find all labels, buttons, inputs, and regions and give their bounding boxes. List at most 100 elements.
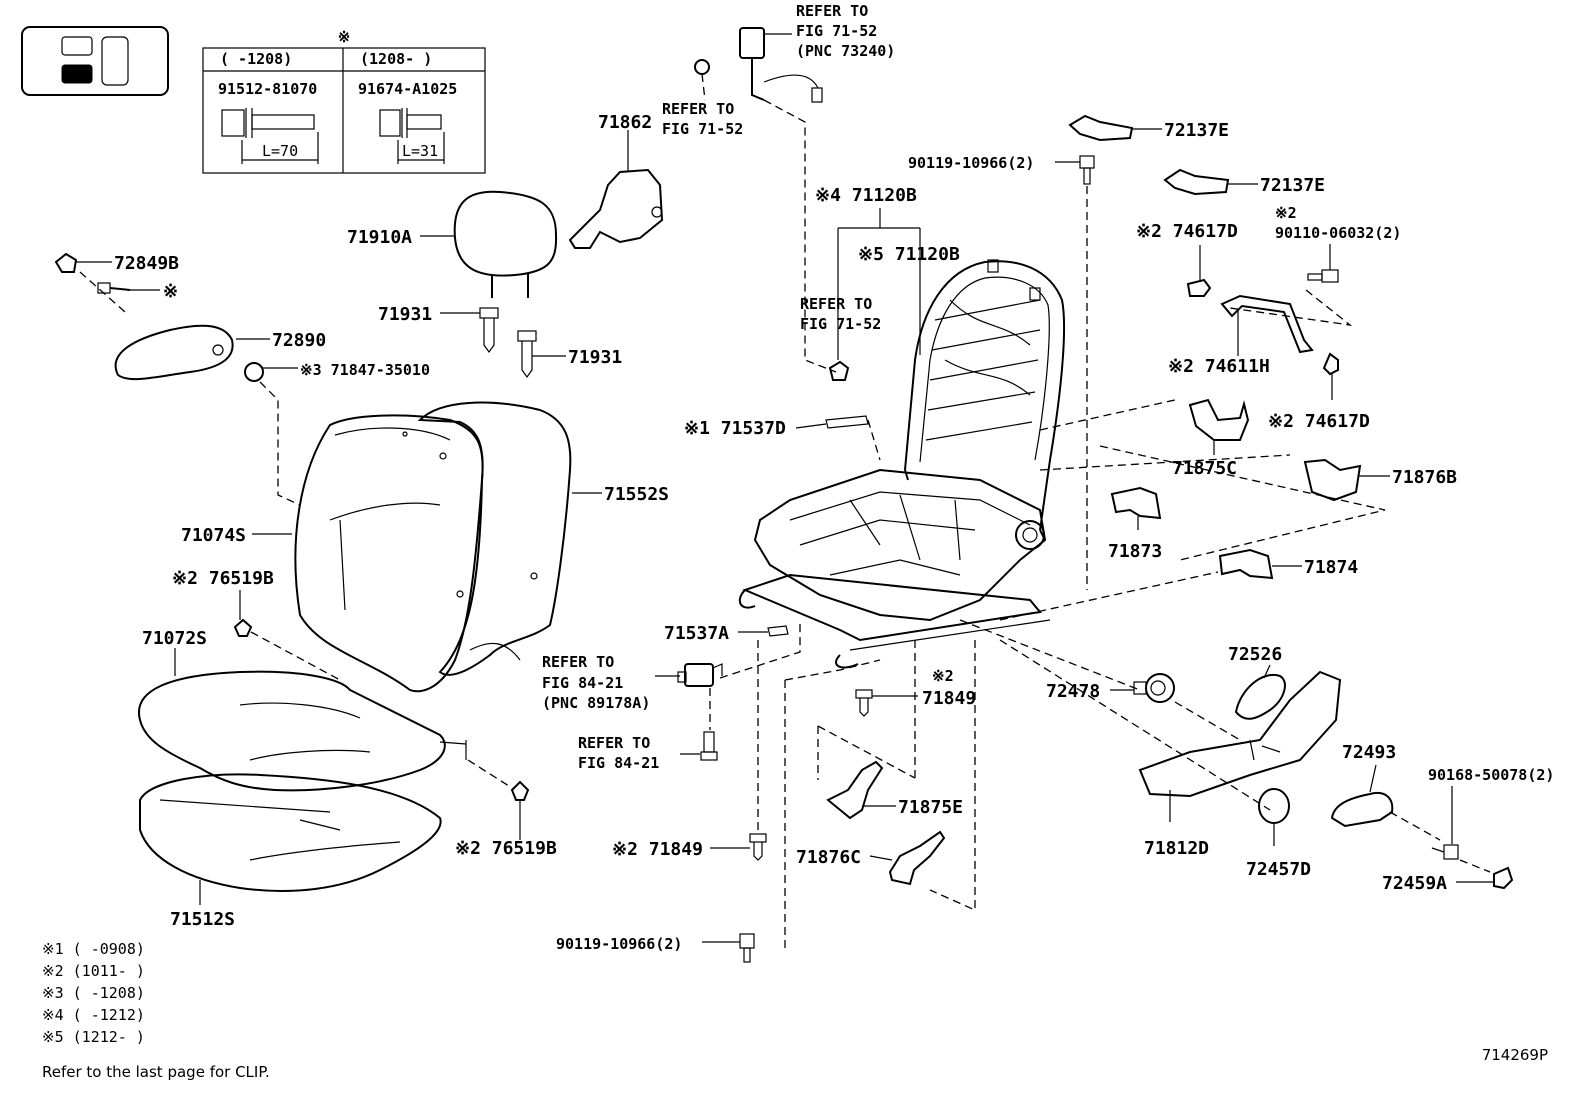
label-71072S: 71072S [142,628,207,649]
ref-d-line3: (PNC 89178A) [542,694,650,712]
bolt-90119-bottom-part [739,933,755,963]
bracket-71875E-part [826,760,884,820]
table-col2-length: L=31 [402,142,438,160]
bracket-71876C-part [888,830,946,886]
label-74617D-top: ※2 74617D [1136,221,1238,242]
cover-72137E-a-part [1068,114,1134,142]
pin-71849-upper-part [855,689,873,717]
label-71910A: 71910A [347,227,412,248]
bracket-71875C-part [1188,398,1250,441]
footer-note: Refer to the last page for CLIP. [42,1063,270,1081]
cap-74617D-top-part [1186,278,1212,297]
handle-74611H-part [1220,294,1314,354]
page-index-icon [21,26,169,96]
cover-71874-part [1218,548,1274,580]
cushion-pad-part [139,773,442,892]
washer-part [244,362,264,382]
bolt-variant-table: ※ ( -1208) (1208- ) 91512-81070 91674-A1… [202,28,486,174]
bolt-long-icon [221,108,319,164]
figure-id: 714269P [1482,1046,1548,1064]
label-72526: 72526 [1228,644,1282,665]
label-72459A: 72459A [1382,873,1447,894]
label-71812D: 71812D [1144,838,1209,859]
bolt-90119-top-part [1079,155,1095,185]
label-71537D: ※1 71537D [684,418,786,439]
label-90119-bottom: 90119-10966(2) [556,935,682,953]
label-71875E: 71875E [898,797,963,818]
label-71074S: 71074S [181,525,246,546]
headrest-guide-part [479,307,537,379]
table-col1-length: L=70 [262,142,298,160]
label-71875C: 71875C [1172,458,1237,479]
label-74617D-bottom: ※2 74617D [1268,411,1370,432]
label-71537A: 71537A [664,623,729,644]
pad-71537A-part [767,625,789,637]
bolt-short-icon [379,108,445,164]
cover-71873-part [1110,486,1162,520]
label-71876B: 71876B [1392,467,1457,488]
label-72849B: 72849B [114,253,179,274]
seat-frame-part [738,259,1066,669]
label-76519B-bottom: ※2 76519B [455,838,557,859]
seatbelt-buckle-part [739,27,823,103]
ref-e-line2: FIG 84-21 [578,754,659,772]
ref-d-line1: REFER TO [542,653,614,671]
table-col1-part: 91512-81070 [218,80,317,98]
label-90110: 90110-06032(2) [1275,224,1401,242]
label-76519B-top: ※2 76519B [172,568,274,589]
pad-71537D-part [825,415,869,429]
back-shield-cover-part [568,168,664,249]
label-71862: 71862 [598,112,652,133]
label-72478: 72478 [1046,681,1100,702]
date-note-3: ※3 ( -1208) [42,984,145,1002]
headrest-part [453,190,558,298]
label-71847: ※3 71847-35010 [300,361,430,379]
ref-b-line2: FIG 71-52 [662,120,743,138]
pin-71849-lower-part [749,833,767,861]
date-note-2: ※2 (1011- ) [42,962,145,980]
knob-cover-72526-part [1234,673,1286,720]
ref-b-line1: REFER TO [662,100,734,118]
lever-72493-part [1330,792,1394,828]
bracket-71876B-part [1303,458,1362,502]
seatback-board-part [417,401,572,676]
label-71120B-4: ※4 71120B [815,185,917,206]
armrest-cap-part [54,252,131,294]
date-note-1: ※1 ( -0908) [42,940,145,958]
table-col1-range: ( -1208) [220,50,292,68]
ref-c-line2: FIG 71-52 [800,315,881,333]
knob-72457D-part [1258,788,1290,824]
label-90119-top: 90119-10966(2) [908,154,1034,172]
label-71931-a: 71931 [378,304,432,325]
connector-part [677,663,723,687]
label-71931-b: 71931 [568,347,622,368]
cap-74617D-bottom-part [1322,352,1339,376]
label-71874: 71874 [1304,557,1358,578]
label-90110-mark: ※2 [1275,204,1297,222]
ref-a-line3: (PNC 73240) [796,42,895,60]
ref-d-line2: FIG 84-21 [542,674,623,692]
label-71552S: 71552S [604,484,669,505]
date-note-5: ※5 (1212- ) [42,1028,145,1046]
side-shield-71812D-part [1138,670,1342,798]
label-71876C: 71876C [796,847,861,868]
label-71120B-5: ※5 71120B [858,244,960,265]
table-col2-part: 91674-A1025 [358,80,457,98]
ref-e-line1: REFER TO [578,734,650,752]
cover-72137E-b-part [1163,168,1230,196]
label-72493: 72493 [1342,742,1396,763]
label-71849-b: ※2 71849 [612,839,703,860]
ref-c-line1: REFER TO [800,295,872,313]
label-71849-a-mark: ※2 [932,667,954,685]
bolt-90110-part [1307,269,1339,283]
label-72890: 72890 [272,330,326,351]
cushion-cover-part [137,670,467,792]
knob-72478-part [1133,673,1175,703]
label-74611H: ※2 74611H [1168,356,1270,377]
ref-a-line2: FIG 71-52 [796,22,877,40]
armrest-part [114,324,234,381]
label-72457D: 72457D [1246,859,1311,880]
cap-72459A-part [1493,866,1514,890]
